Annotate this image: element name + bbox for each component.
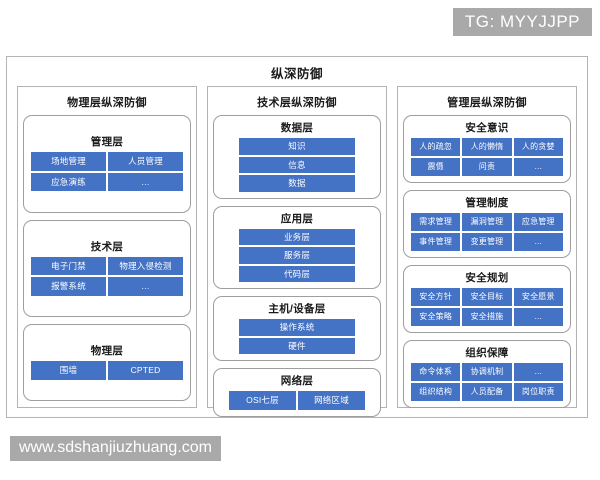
group-title: 应用层 [280,212,314,225]
defense-item: 网络区域 [298,391,365,410]
defense-item: 漏洞管理 [462,213,512,231]
defense-item: 变更管理 [462,233,512,251]
group-card: 技术层电子门禁物理入侵检测报警系统… [23,219,191,317]
group-title: 管理层 [90,136,124,149]
defense-item: 安全策略 [411,308,461,326]
group-title: 物理层 [90,345,124,358]
group-card: 管理制度需求管理漏洞管理应急管理事件管理变更管理… [403,190,571,258]
diagram-title: 纵深防御 [270,67,323,81]
defense-item: 安全方针 [411,288,461,306]
group-cells: 人的疏忽人的懒惰人的贪婪震慑问责… [411,138,563,176]
defense-item: 知识 [239,138,355,155]
defense-item: 应急演练 [31,172,106,192]
defense-item: CPTED [108,361,183,380]
group-card: 应用层业务层服务层代码层 [213,205,381,289]
defense-item: … [108,277,183,296]
defense-item: … [513,308,563,326]
group-cells: 场地管理人员管理应急演练… [31,152,183,192]
group-cells: 操作系统硬件 [239,319,355,354]
group-title: 安全规划 [465,272,509,284]
defense-item: 场地管理 [31,152,106,171]
group-title: 网络层 [280,375,314,387]
group-cells: 需求管理漏洞管理应急管理事件管理变更管理… [411,213,563,251]
defense-item: 事件管理 [411,233,461,251]
group-cells: 知识信息数据 [239,138,355,192]
site-watermark: www.sdshanjiuzhuang.com [10,436,221,461]
defense-item: 人的懒惰 [462,138,512,156]
group-title: 管理制度 [465,197,509,209]
defense-in-depth-diagram: 纵深防御 物理层纵深防御管理层场地管理人员管理应急演练…技术层电子门禁物理入侵检… [6,56,588,418]
group-cells: 命令体系协调机制… 组织结构人员配备岗位职责 [411,363,563,401]
tg-watermark-badge: TG: MYYJJPP [452,8,592,36]
defense-item: 岗位职责 [513,383,563,401]
group-card: 安全意识人的疏忽人的懒惰人的贪婪震慑问责… [403,115,571,183]
group-card: 数据层知识信息数据 [213,115,381,199]
defense-item: 信息 [239,156,355,173]
defense-item: 物理入侵检测 [108,256,183,276]
group-cells: OSI七层网络区域 [229,391,365,410]
defense-item: 代码层 [239,265,355,282]
column-title: 管理层纵深防御 [447,97,527,109]
column-groups: 安全意识人的疏忽人的懒惰人的贪婪震慑问责…管理制度需求管理漏洞管理应急管理事件管… [403,115,571,408]
defense-item: 安全措施 [462,308,512,326]
group-title: 技术层 [90,240,124,253]
defense-item: 安全目标 [462,288,512,306]
defense-item: 数据 [239,175,355,192]
defense-item: 需求管理 [411,213,461,231]
column-title: 物理层纵深防御 [67,97,147,109]
defense-item: … [108,172,183,192]
group-title: 安全意识 [465,122,509,134]
defense-item: 人员管理 [108,152,183,171]
diagram-columns: 物理层纵深防御管理层场地管理人员管理应急演练…技术层电子门禁物理入侵检测报警系统… [7,86,587,417]
group-card: 管理层场地管理人员管理应急演练… [23,115,191,213]
defense-item: 业务层 [239,228,355,245]
defense-item: 围墙 [31,361,106,380]
defense-item: 震慑 [411,158,461,176]
defense-item: 问责 [462,158,512,176]
defense-item: 电子门禁 [31,256,106,276]
defense-item: 人员配备 [462,383,512,401]
column-title: 技术层纵深防御 [257,97,337,109]
group-cells: 业务层服务层代码层 [239,228,355,282]
defense-item: 报警系统 [31,277,106,296]
diagram-column: 物理层纵深防御管理层场地管理人员管理应急演练…技术层电子门禁物理入侵检测报警系统… [17,86,197,408]
defense-item: 命令体系 [411,363,461,381]
group-title: 主机/设备层 [268,303,326,315]
defense-item: 人的疏忽 [411,138,461,156]
defense-item: 人的贪婪 [513,138,563,156]
defense-item: 操作系统 [239,319,355,336]
diagram-column: 管理层纵深防御安全意识人的疏忽人的懒惰人的贪婪震慑问责…管理制度需求管理漏洞管理… [397,86,577,408]
group-card: 组织保障命令体系协调机制… 组织结构人员配备岗位职责 [403,340,571,408]
group-card: 网络层 OSI七层网络区域 [213,368,381,417]
defense-item: 安全愿景 [513,288,563,306]
defense-item: 协调机制 [462,363,512,381]
group-card: 安全规划安全方针安全目标安全愿景安全策略安全措施… [403,265,571,333]
column-groups: 数据层知识信息数据应用层业务层服务层代码层主机/设备层操作系统硬件网络层 OSI七… [213,115,381,417]
defense-item: 服务层 [239,247,355,264]
defense-item: OSI七层 [229,391,296,410]
diagram-column: 技术层纵深防御数据层知识信息数据应用层业务层服务层代码层主机/设备层操作系统硬件… [207,86,387,417]
group-cells: 电子门禁物理入侵检测报警系统… [31,256,183,296]
defense-item: … [513,158,563,176]
defense-item: 应急管理 [513,213,563,231]
group-cells: 安全方针安全目标安全愿景安全策略安全措施… [411,288,563,326]
defense-item: 组织结构 [411,383,461,401]
group-title: 组织保障 [465,347,509,359]
group-card: 主机/设备层操作系统硬件 [213,296,381,361]
defense-item: 硬件 [239,337,355,354]
group-title: 数据层 [280,122,314,134]
defense-item: … [513,363,563,381]
defense-item: … [513,233,563,251]
